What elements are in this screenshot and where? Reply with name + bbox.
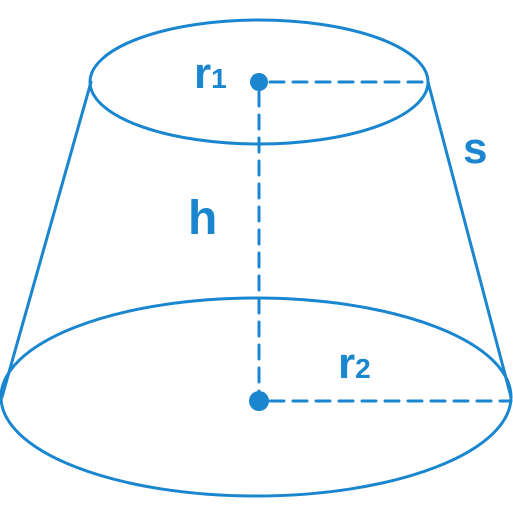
bottom-radius-subscript: 2 <box>355 353 371 384</box>
top-radius-label: r1 <box>194 49 227 98</box>
height-label: h <box>188 192 217 245</box>
bottom-radius-main: r <box>338 339 355 388</box>
top-center-point <box>250 73 268 91</box>
bottom-base-ellipse <box>0 296 513 498</box>
bottom-center-point <box>249 391 269 411</box>
slant-height-label: s <box>463 124 487 173</box>
top-radius-subscript: 1 <box>211 63 227 94</box>
right-slant-edge <box>426 80 513 399</box>
top-radius-main: r <box>194 49 211 98</box>
left-slant-edge <box>0 80 93 399</box>
bottom-radius-label: r2 <box>338 339 371 388</box>
